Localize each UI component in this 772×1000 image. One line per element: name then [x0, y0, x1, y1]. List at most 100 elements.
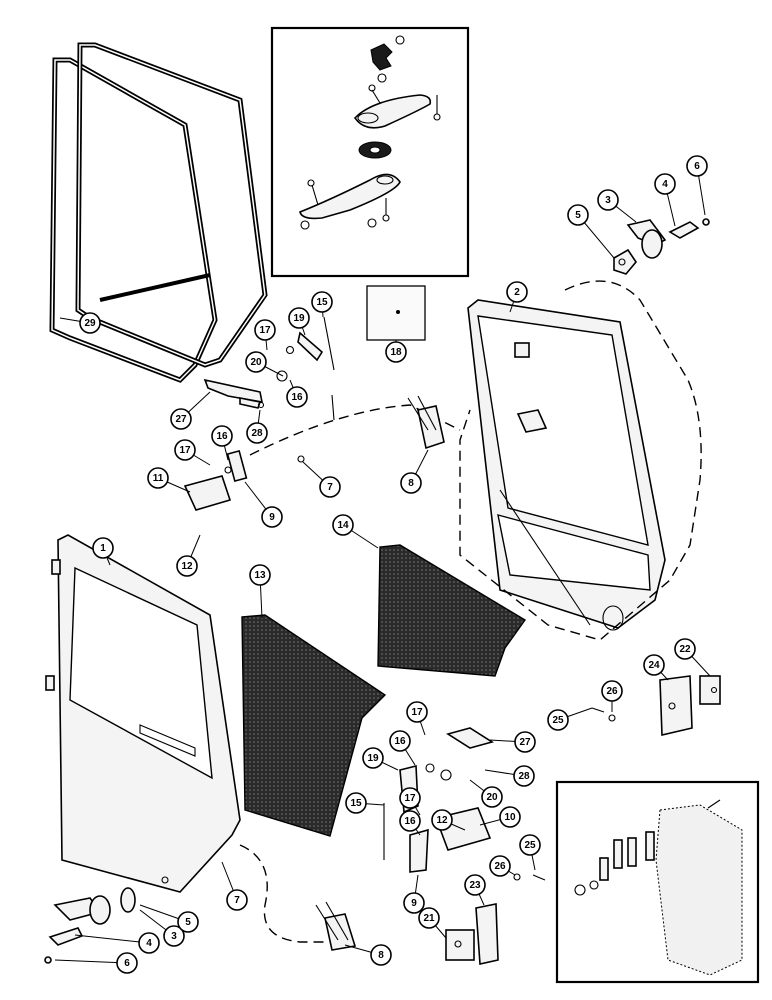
callout-number: 28 — [518, 771, 530, 782]
callout-number: 18 — [390, 347, 402, 358]
callout-7: 7 — [302, 461, 341, 498]
left-latch-dashed-line — [239, 844, 330, 943]
callout-circle — [332, 514, 354, 536]
callout-28: 28 — [484, 765, 535, 787]
callout-number: 14 — [337, 520, 349, 531]
callout-number: 17 — [259, 325, 271, 336]
callout-circle — [514, 731, 536, 753]
callout-5: 5 — [139, 904, 199, 933]
callout-4: 4 — [654, 173, 676, 227]
callout-number: 23 — [469, 880, 481, 891]
callout-circle — [399, 810, 421, 832]
callout-25: 25 — [547, 707, 593, 731]
callout-number: 9 — [269, 512, 275, 523]
callout-circle — [400, 472, 422, 494]
right-door-frame — [467, 299, 666, 631]
callout-number: 12 — [181, 561, 193, 572]
callout-number: 24 — [648, 660, 660, 671]
callout-number: 3 — [605, 195, 611, 206]
callout-number: 27 — [519, 737, 531, 748]
callout-circle — [499, 806, 521, 828]
callout-circle — [406, 701, 428, 723]
callout-circle — [288, 307, 310, 329]
callout-circle — [163, 925, 185, 947]
callout-circle — [567, 204, 589, 226]
callout-number: 12 — [436, 815, 448, 826]
callout-10: 10 — [479, 806, 521, 828]
callout-number: 17 — [179, 445, 191, 456]
callout-circle — [79, 312, 101, 334]
callout-17: 17 — [406, 701, 428, 736]
callout-number: 16 — [404, 816, 416, 827]
screen-14 — [377, 544, 527, 677]
callout-circle — [385, 341, 407, 363]
callout-circle — [597, 189, 619, 211]
callout-16: 16 — [286, 379, 308, 408]
callout-number: 15 — [316, 297, 328, 308]
callout-circle — [176, 555, 198, 577]
callout-circle — [418, 907, 440, 929]
latch-detail-inset — [555, 780, 760, 984]
callout-circle — [481, 786, 503, 808]
callout-circle — [92, 537, 114, 559]
callout-circle — [389, 730, 411, 752]
callout-number: 1 — [100, 543, 106, 554]
part-callouts: 1233445566778899101112121314151516161616… — [54, 155, 711, 974]
callout-number: 10 — [504, 812, 516, 823]
callout-4: 4 — [74, 932, 160, 954]
callout-number: 25 — [552, 715, 564, 726]
callout-number: 8 — [378, 950, 384, 961]
callout-11: 11 — [147, 467, 191, 493]
callout-circle — [643, 654, 665, 676]
callout-12: 12 — [431, 809, 466, 831]
callout-20: 20 — [469, 779, 503, 808]
right-door-dashed-outline — [459, 280, 702, 641]
callout-17: 17 — [254, 319, 276, 351]
callout-circle — [362, 747, 384, 769]
callout-21: 21 — [418, 907, 447, 939]
callout-number: 21 — [423, 913, 435, 924]
callout-26: 26 — [489, 855, 516, 877]
callout-17: 17 — [399, 787, 421, 816]
callout-number: 20 — [250, 357, 262, 368]
callout-number: 11 — [153, 473, 164, 484]
callout-circle — [513, 765, 535, 787]
callout-circle — [174, 439, 196, 461]
callout-2: 2 — [506, 281, 528, 313]
callout-circle — [246, 422, 268, 444]
callout-circle — [116, 952, 138, 974]
callout-28: 28 — [246, 409, 268, 444]
callout-number: 26 — [494, 861, 506, 872]
callout-circle — [431, 809, 453, 831]
callout-17: 17 — [174, 439, 211, 466]
callout-3: 3 — [139, 909, 185, 947]
hinge-detail-inset — [270, 26, 470, 278]
callout-number: 16 — [216, 431, 228, 442]
callout-number: 6 — [124, 958, 130, 969]
callout-23: 23 — [464, 874, 486, 906]
callout-circle — [286, 386, 308, 408]
callout-25: 25 — [519, 834, 541, 871]
callout-circle — [177, 911, 199, 933]
callout-number: 26 — [606, 686, 618, 697]
callout-number: 28 — [251, 428, 263, 439]
callout-number: 27 — [175, 414, 187, 425]
callout-number: 5 — [575, 210, 581, 221]
callout-number: 16 — [394, 736, 406, 747]
callout-number: 7 — [234, 895, 240, 906]
callout-circle — [226, 889, 248, 911]
upper-hinge-hardware — [183, 316, 445, 511]
callout-leader-line — [74, 934, 150, 944]
callout-20: 20 — [245, 351, 284, 377]
callout-27: 27 — [489, 731, 536, 753]
callout-circle — [138, 932, 160, 954]
callout-circle — [211, 425, 233, 447]
callout-circle — [519, 834, 541, 856]
callout-circle — [147, 467, 169, 489]
callout-number: 25 — [524, 840, 536, 851]
callout-16: 16 — [211, 425, 233, 461]
callout-circle — [547, 709, 569, 731]
callout-number: 19 — [293, 313, 305, 324]
callout-circle — [245, 351, 267, 373]
callout-13: 13 — [249, 564, 271, 619]
